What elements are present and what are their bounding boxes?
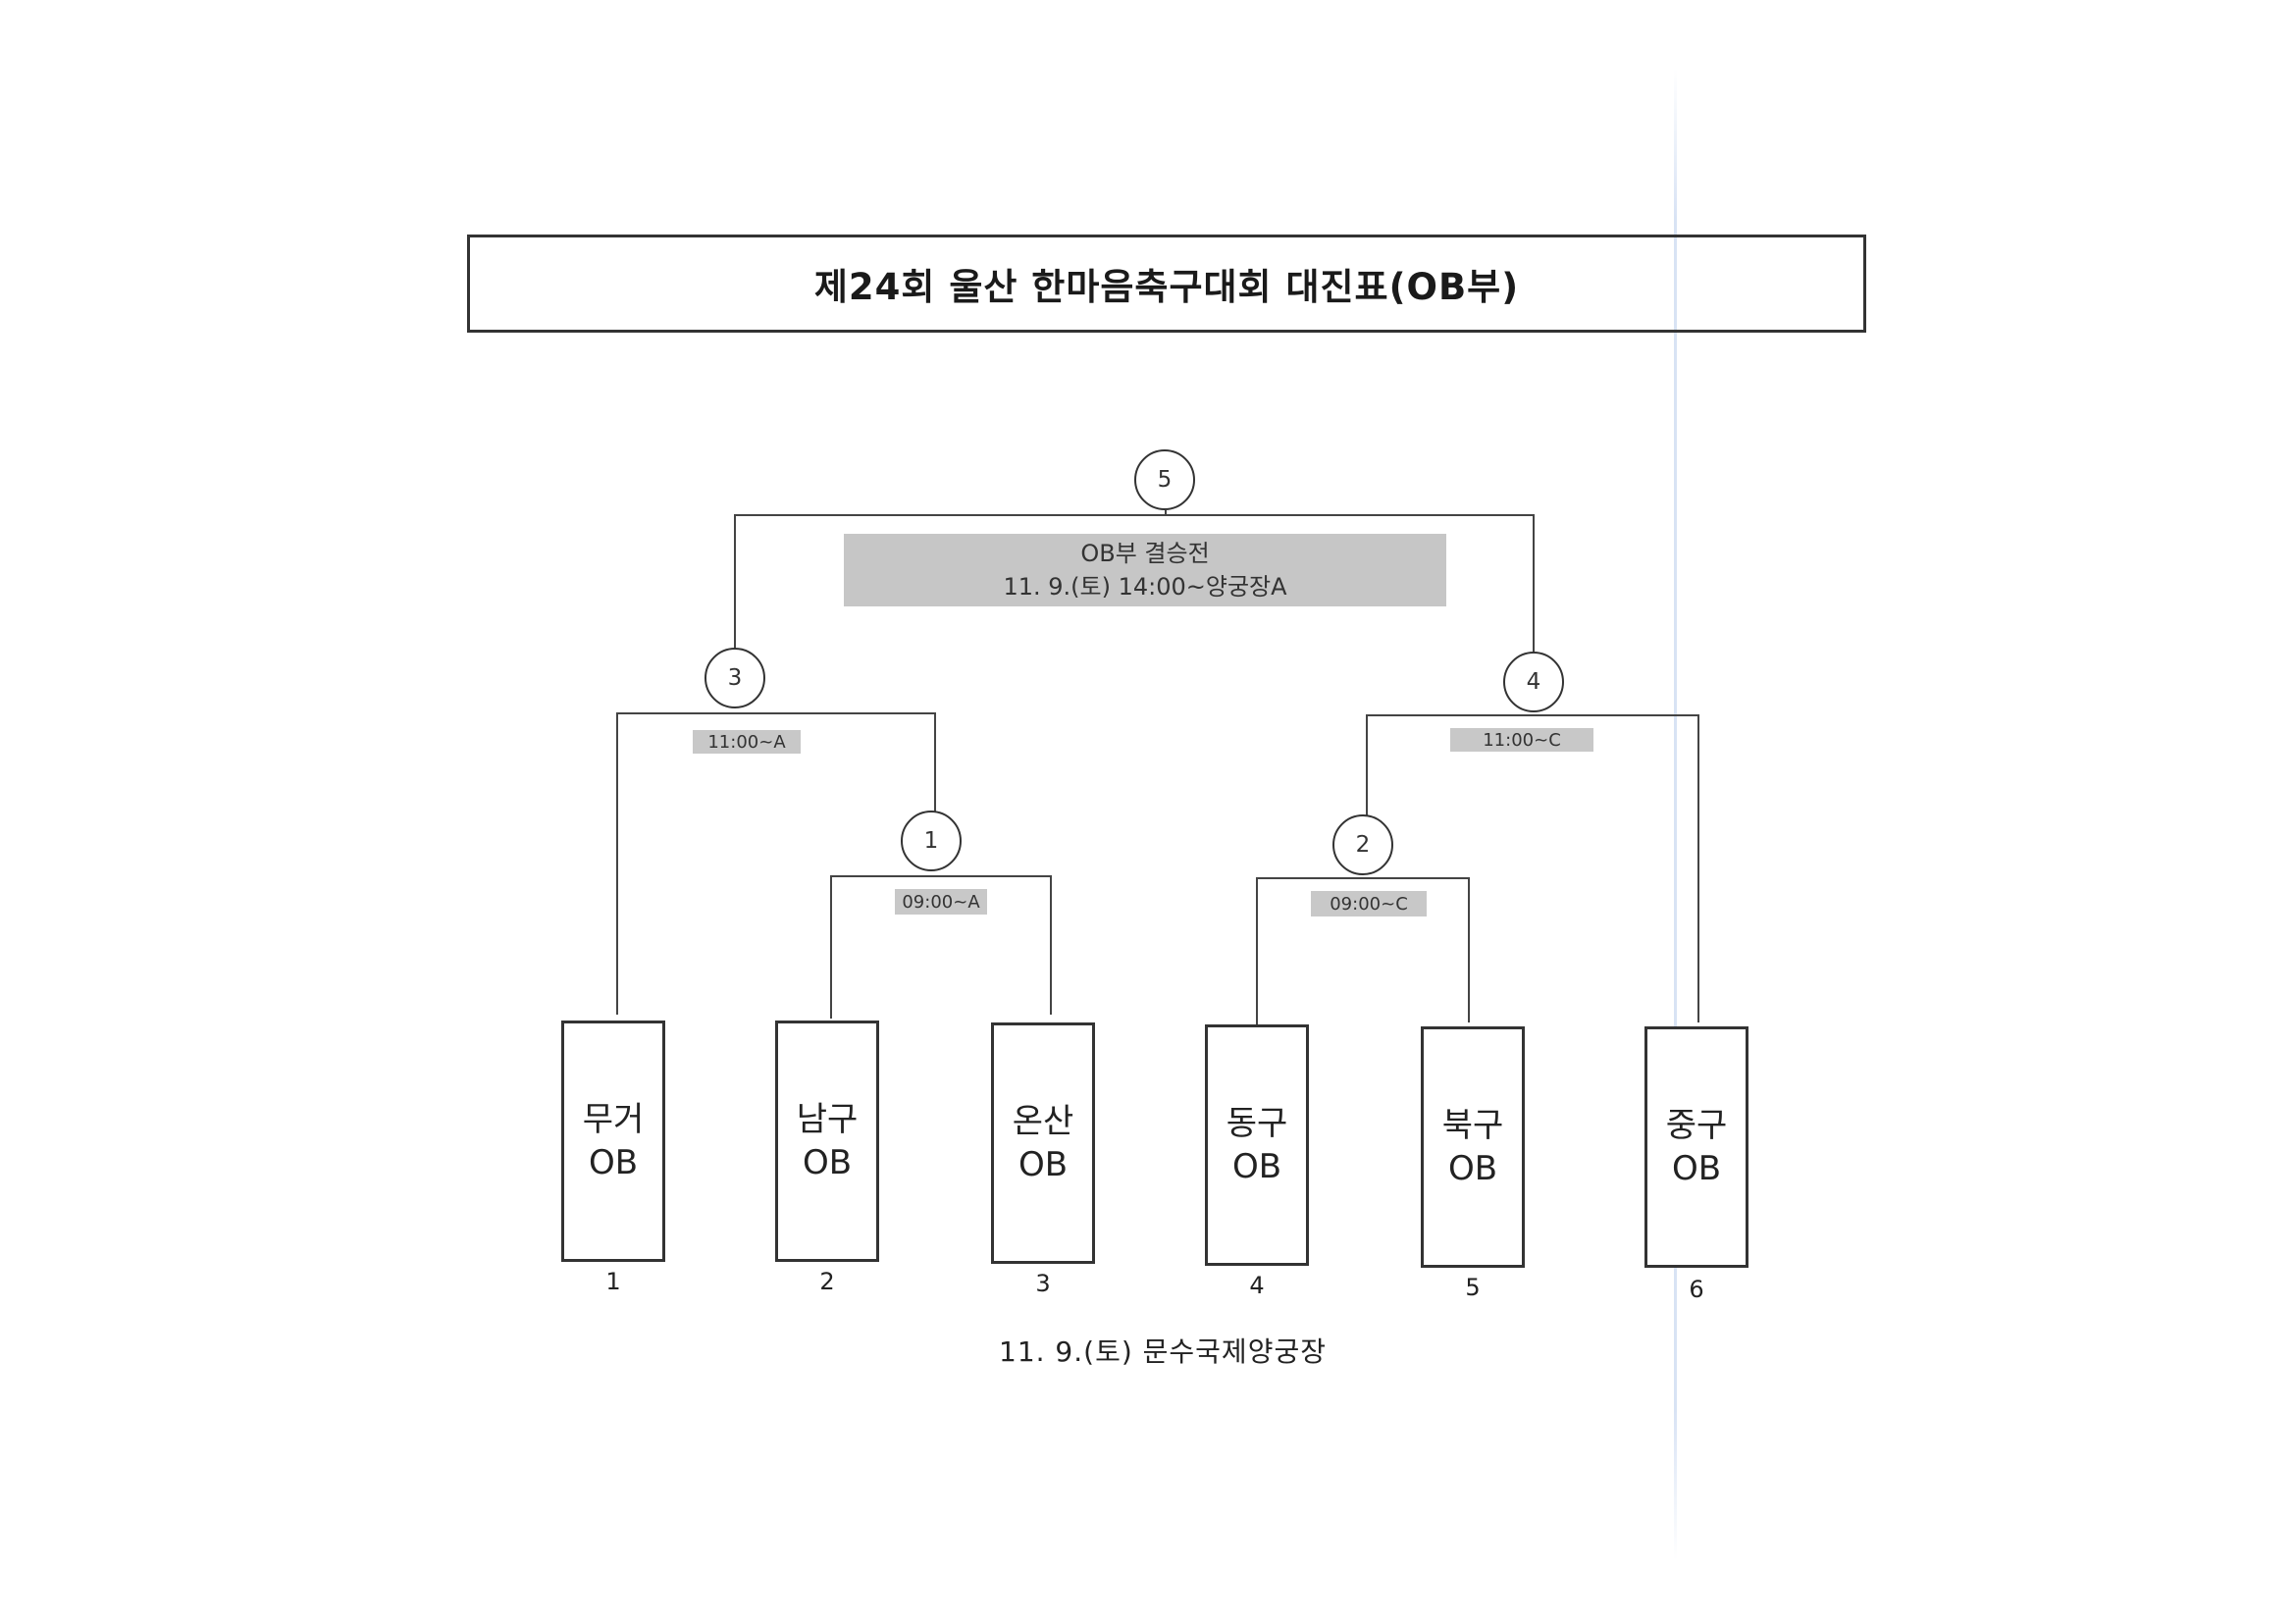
team-box-6: 중구 OB	[1644, 1026, 1748, 1268]
final-bracket-top-line	[734, 514, 1535, 516]
match3-right-drop	[934, 712, 936, 822]
final-stem	[1165, 510, 1167, 516]
team-seed: 5	[1465, 1274, 1481, 1301]
team-seed: 2	[819, 1268, 835, 1295]
team-division: OB	[802, 1143, 853, 1182]
match5-number-circle: 5	[1134, 449, 1195, 510]
match3-number-circle: 3	[704, 648, 765, 708]
match3-top-line	[616, 712, 936, 714]
match2-number-circle: 2	[1332, 814, 1393, 875]
final-match-label: OB부 결승전 11. 9.(토) 14:00~양궁장A	[844, 534, 1446, 606]
venue-date-caption: 11. 9.(토) 문수국제양궁장	[999, 1335, 1327, 1368]
match4-time-label: 11:00~C	[1450, 728, 1593, 752]
team-seed: 1	[605, 1268, 621, 1295]
page-title: 제24회 울산 한마음축구대회 대진표(OB부)	[813, 266, 1520, 308]
team-name: 남구	[796, 1100, 859, 1139]
team-box-1: 무거 OB	[561, 1021, 665, 1262]
team-name: 북구	[1441, 1106, 1504, 1145]
match4-left-drop	[1366, 714, 1368, 828]
match2-right-drop	[1468, 877, 1470, 1022]
final-match-time: 11. 9.(토) 14:00~양궁장A	[1003, 573, 1287, 601]
match3-left-drop	[616, 712, 618, 1015]
team-seed: 3	[1035, 1270, 1051, 1297]
team-division: OB	[1018, 1145, 1069, 1184]
match4-right-drop	[1697, 714, 1699, 1022]
team-division: OB	[1231, 1147, 1282, 1186]
title-box: 제24회 울산 한마음축구대회 대진표(OB부)	[467, 235, 1866, 333]
team-seed: 6	[1689, 1276, 1704, 1303]
final-match-name: OB부 결승전	[1080, 540, 1210, 567]
team-division: OB	[1447, 1149, 1498, 1188]
final-bracket-right-drop	[1533, 514, 1535, 655]
match1-top-line	[830, 875, 1052, 877]
match1-time-label: 09:00~A	[895, 889, 987, 915]
team-box-3: 온산 OB	[991, 1022, 1095, 1264]
match1-number-circle: 1	[901, 811, 962, 871]
final-bracket-left-drop	[734, 514, 736, 655]
team-box-2: 남구 OB	[775, 1021, 879, 1262]
match4-top-line	[1366, 714, 1699, 716]
team-name: 온산	[1012, 1102, 1074, 1141]
match3-time-label: 11:00~A	[693, 730, 801, 754]
match2-time-label: 09:00~C	[1311, 891, 1427, 916]
match2-top-line	[1256, 877, 1470, 879]
team-box-4: 동구 OB	[1205, 1024, 1309, 1266]
match2-left-drop	[1256, 877, 1258, 1024]
team-seed: 4	[1249, 1272, 1265, 1299]
match1-right-drop	[1050, 875, 1052, 1015]
team-name: 무거	[582, 1100, 645, 1139]
match4-number-circle: 4	[1503, 652, 1564, 712]
team-division: OB	[588, 1143, 639, 1182]
scan-artifact-line	[1674, 69, 1677, 1560]
team-name: 중구	[1665, 1106, 1728, 1145]
team-name: 동구	[1226, 1104, 1288, 1143]
match1-left-drop	[830, 875, 832, 1019]
team-box-5: 북구 OB	[1421, 1026, 1525, 1268]
team-division: OB	[1671, 1149, 1722, 1188]
